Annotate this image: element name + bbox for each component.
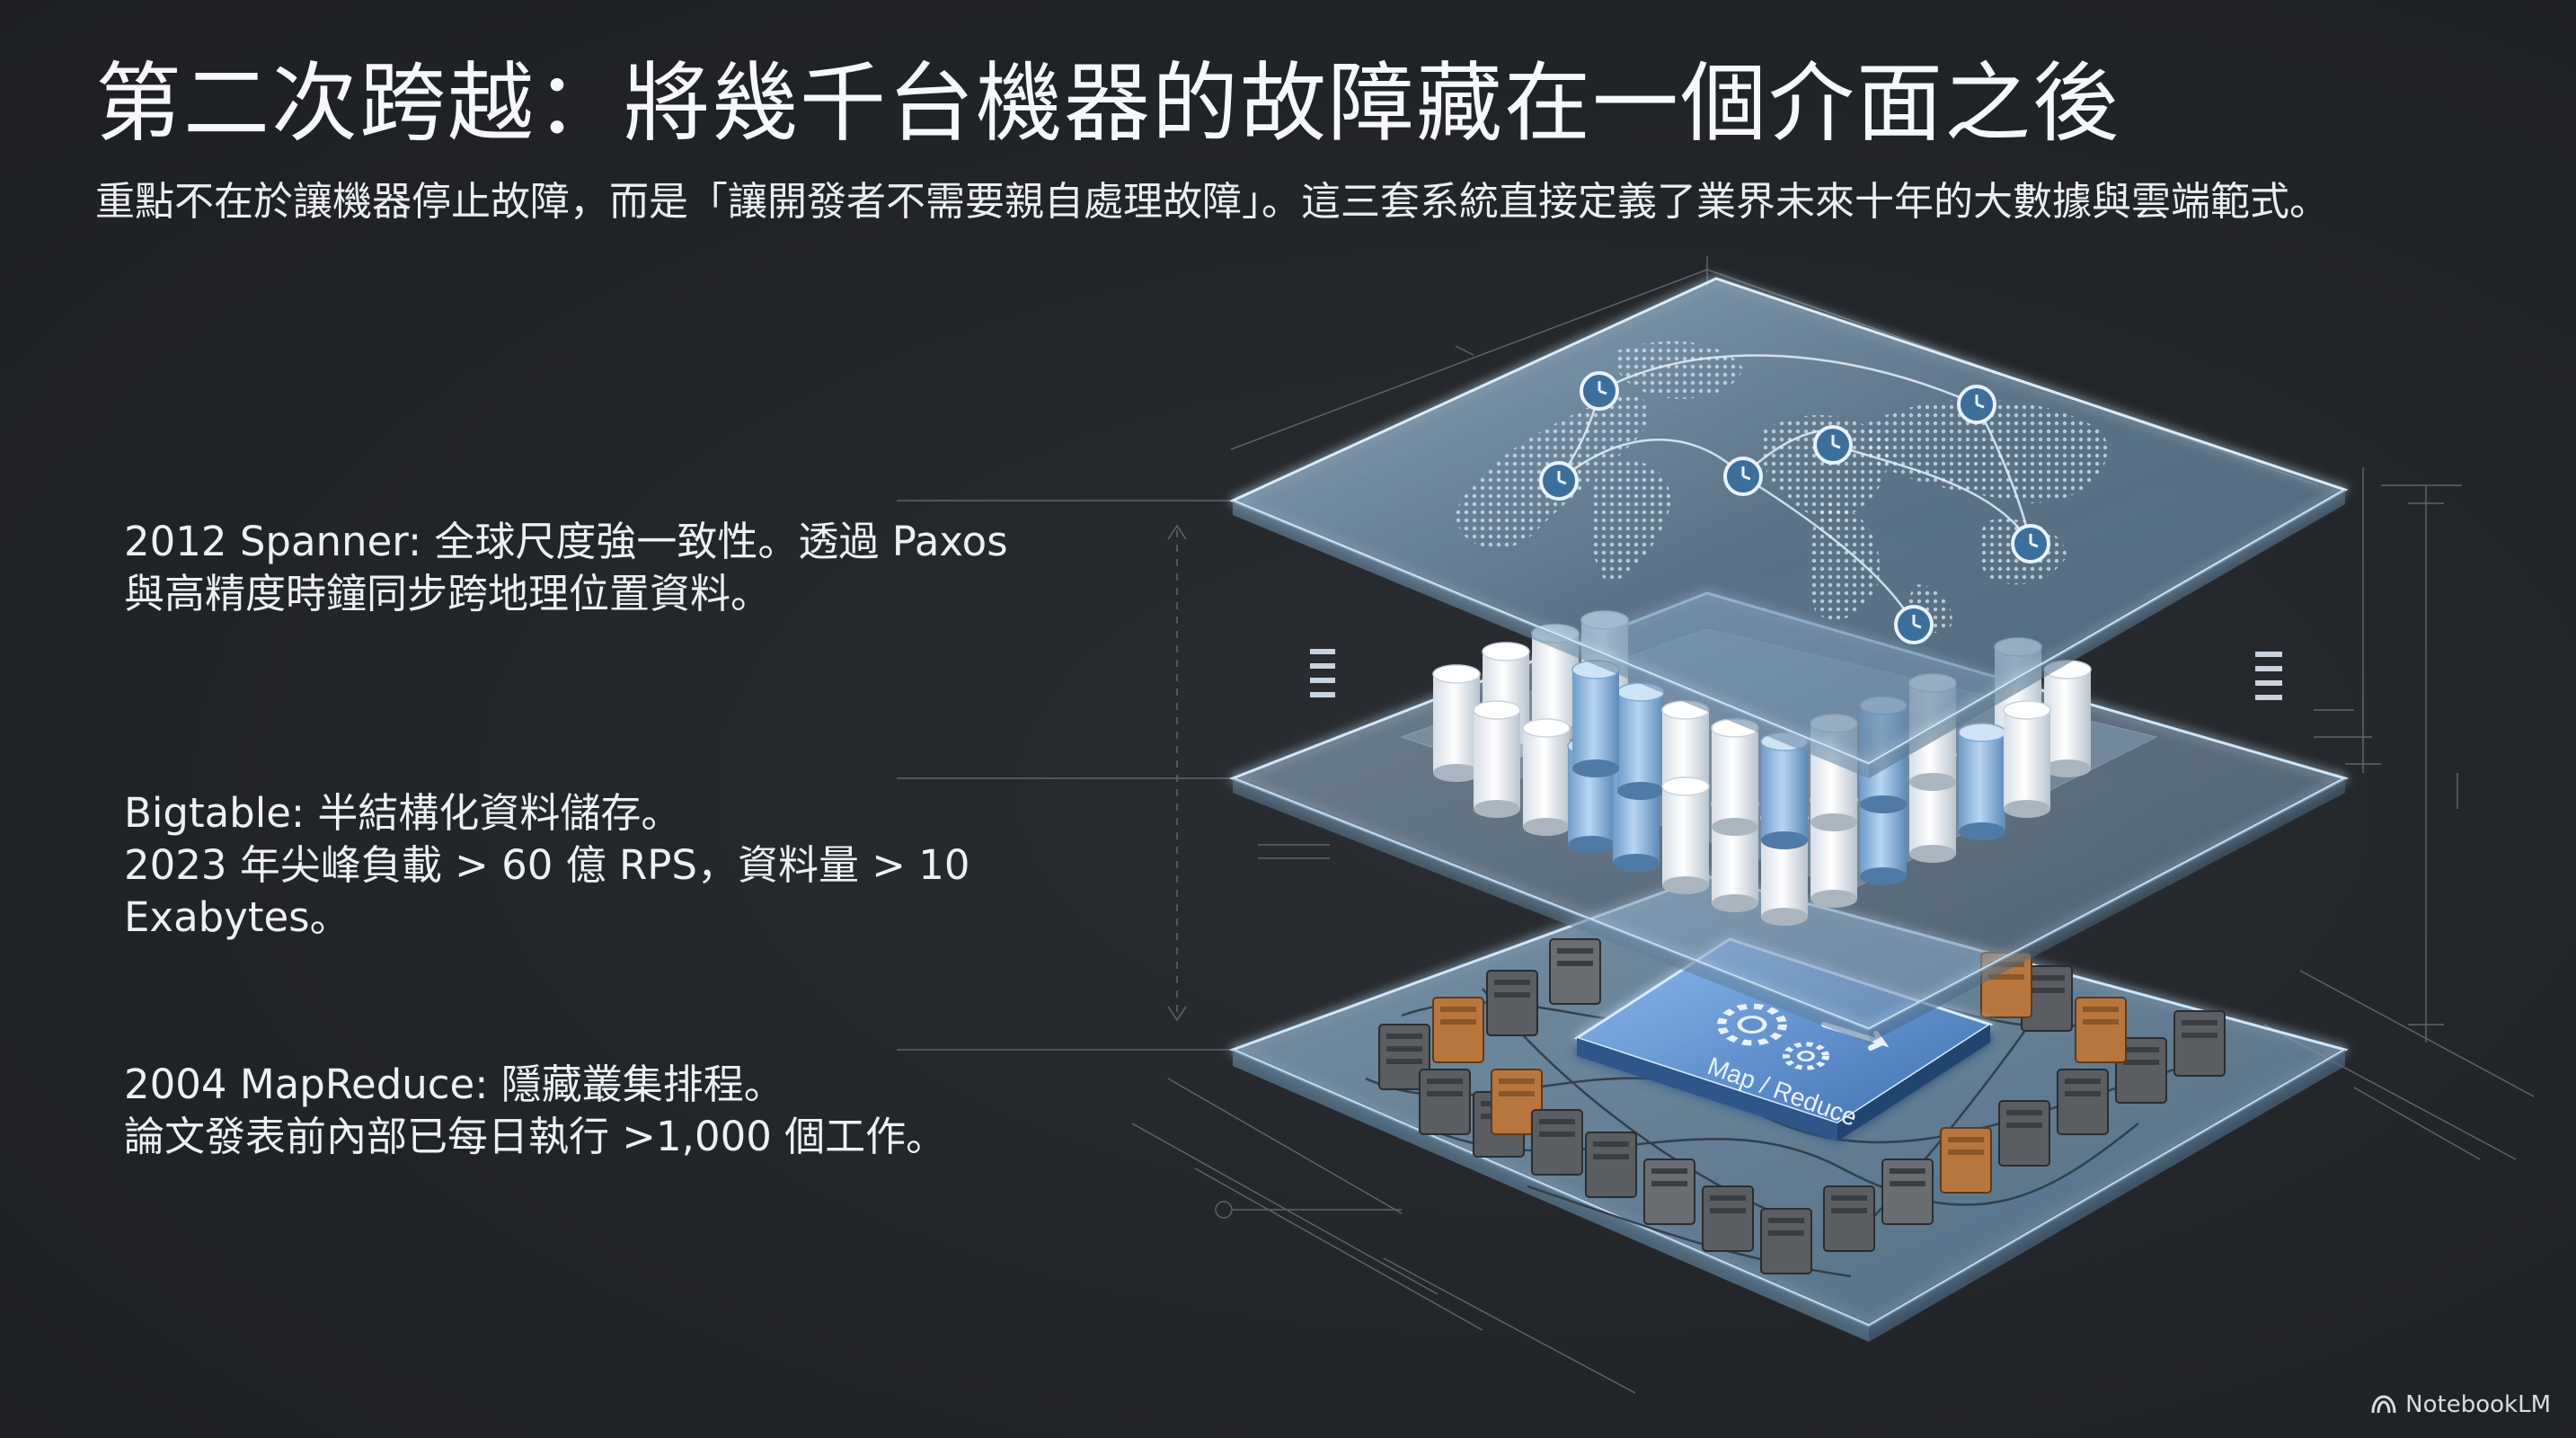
side-list-icon: [1310, 649, 1335, 697]
storage-cylinder-white: [1522, 718, 1571, 836]
notebooklm-logo-icon: [2371, 1395, 2396, 1414]
bigtable-line-1: Bigtable: 半結構化資料儲存。: [124, 789, 682, 837]
mapreduce-line-2: 論文發表前內部已每日執行 >1,000 個工作。: [124, 1113, 947, 1160]
server-icon: [1643, 1158, 1695, 1225]
gear-icon: [1717, 1003, 1787, 1046]
clock-icons: [1539, 371, 2050, 644]
storage-cylinder-blue: [1571, 660, 1620, 777]
clock-icon: [1539, 461, 1579, 501]
bigtable-description: Bigtable: 半結構化資料儲存。 2023 年尖峰負載 > 60 億 RP…: [124, 787, 970, 944]
server-icon: [1585, 1132, 1637, 1198]
clock-icon: [1957, 385, 1996, 424]
server-icon: [1549, 938, 1601, 1005]
mapreduce-cluster-layer: Map / Reduce: [1228, 874, 2349, 1342]
server-icon: [1998, 1100, 2050, 1167]
slide-subtitle: 重點不在於讓機器停止故障，而是「讓開發者不需要親自處理故障」。這三套系統直接定義…: [95, 179, 2329, 225]
bigtable-line-2: 2023 年尖峰負載 > 60 億 RPS，資料量 > 10: [124, 841, 970, 889]
server-icon: [2115, 1037, 2167, 1104]
server-icon: [1702, 1185, 1754, 1252]
server-icon: [1419, 1069, 1471, 1135]
spanner-global-layer: [1229, 277, 2349, 778]
slide-title: 第二次跨越：將幾千台機器的故障藏在一個介面之後: [95, 53, 2120, 154]
server-icon: [1486, 970, 1538, 1036]
server-icon: [2057, 1069, 2109, 1135]
server-icon: [2173, 1010, 2226, 1077]
server-icon: [1881, 1158, 1934, 1225]
mapreduce-description: 2004 MapReduce: 隱藏叢集排程。 論文發表前內部已每日執行 >1,…: [124, 1059, 946, 1163]
spanner-line-1: 2012 Spanner: 全球尺度強一致性。透過 Paxos: [124, 518, 1008, 565]
clock-icon: [1580, 371, 1619, 411]
storage-cylinder-blue: [1958, 723, 2006, 840]
server-icon: [1491, 1069, 1543, 1135]
storage-cylinder-white: [2003, 700, 2051, 818]
notebooklm-badge: NotebookLM: [2371, 1391, 2551, 1418]
storage-cylinder-white: [2043, 660, 2092, 777]
storage-cylinder-white: [1711, 718, 1759, 836]
server-icon: [1432, 997, 1484, 1063]
storage-cylinder-white: [1473, 700, 1521, 818]
clock-icon: [1723, 457, 1763, 496]
spanner-description: 2012 Spanner: 全球尺度強一致性。透過 Paxos 與高精度時鐘同步…: [124, 516, 1008, 620]
storage-cylinder-white: [1661, 777, 1710, 894]
server-icon: [1531, 1109, 1583, 1176]
server-icon: [2075, 997, 2127, 1063]
server-icon: [1823, 1185, 1875, 1252]
clock-icon: [1813, 425, 1853, 465]
notebooklm-label: NotebookLM: [2405, 1391, 2551, 1418]
spanner-line-2: 與高精度時鐘同步跨地理位置資料。: [124, 570, 772, 617]
mapreduce-line-1: 2004 MapReduce: 隱藏叢集排程。: [124, 1061, 784, 1108]
server-icon: [1378, 1024, 1430, 1090]
server-icon: [1760, 1208, 1812, 1274]
storage-cylinder-white: [1432, 664, 1481, 782]
clock-icon: [1894, 605, 1934, 644]
side-list-icon: [2255, 652, 2282, 700]
storage-cylinder-blue: [1616, 682, 1665, 800]
bigtable-line-3: Exabytes。: [124, 893, 350, 941]
clock-icon: [2011, 524, 2050, 564]
gear-icon: [1783, 1042, 1829, 1070]
server-icon: [1940, 1127, 1992, 1194]
